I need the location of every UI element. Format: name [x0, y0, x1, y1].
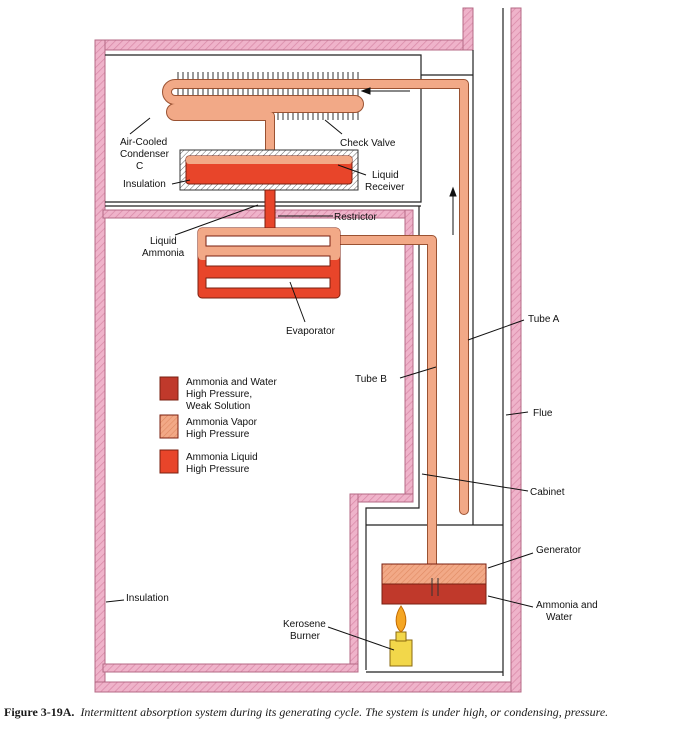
- label-evaporator: Evaporator: [286, 326, 336, 337]
- legend-swatch-solution: [159, 376, 179, 401]
- caption-text: Intermittent absorption system during it…: [80, 705, 609, 719]
- label-generator: Generator: [536, 545, 582, 556]
- legend-0-line-1: High Pressure,: [186, 389, 252, 400]
- label-condenser-3: C: [136, 161, 143, 172]
- legend: Ammonia and Water High Pressure, Weak So…: [159, 376, 277, 475]
- label-kerosene-burner-2: Burner: [290, 631, 321, 642]
- condenser-coil: [162, 79, 469, 515]
- legend-1-line-0: Ammonia Vapor: [186, 417, 258, 428]
- legend-swatch-vapor: [159, 414, 179, 439]
- label-insulation-top: Insulation: [123, 179, 166, 190]
- liquid-receiver: [179, 149, 359, 191]
- label-restrictor: Restrictor: [334, 212, 377, 223]
- kerosene-burner: [389, 605, 413, 667]
- label-cabinet: Cabinet: [530, 487, 565, 498]
- label-check-valve: Check Valve: [340, 138, 396, 149]
- restrictor: [264, 189, 276, 231]
- label-ammonia-water-1: Ammonia and: [536, 600, 598, 611]
- label-liquid-receiver-2: Receiver: [365, 182, 405, 193]
- label-insulation-bottom: Insulation: [126, 593, 169, 604]
- outer-cabinet-wall: [94, 7, 522, 693]
- label-ammonia-water-2: Water: [546, 612, 573, 623]
- legend-2-line-1: High Pressure: [186, 464, 250, 475]
- component-labels: Air-Cooled Condenser C Check Valve Insul…: [120, 137, 598, 642]
- absorption-system-diagram: Ammonia and Water High Pressure, Weak So…: [94, 7, 598, 693]
- legend-swatch-liquid: [159, 449, 179, 474]
- label-tube-b: Tube B: [355, 374, 387, 385]
- evaporator: [197, 227, 341, 299]
- label-liquid-ammonia-2: Ammonia: [142, 248, 185, 259]
- label-flue: Flue: [533, 408, 553, 419]
- label-condenser-2: Condenser: [120, 149, 170, 160]
- legend-0-line-2: Weak Solution: [186, 401, 250, 412]
- legend-0-line-0: Ammonia and Water: [186, 377, 277, 388]
- generator: [381, 563, 487, 605]
- caption-figure-number: Figure 3-19A.: [4, 705, 75, 719]
- label-kerosene-burner-1: Kerosene: [283, 619, 326, 630]
- tube-b: [336, 235, 437, 596]
- label-liquid-receiver-1: Liquid: [372, 170, 399, 181]
- leader-lines: [105, 117, 534, 651]
- figure-caption: Figure 3-19A. Intermittent absorption sys…: [4, 705, 672, 720]
- legend-1-line-1: High Pressure: [186, 429, 250, 440]
- label-liquid-ammonia-1: Liquid: [150, 236, 177, 247]
- legend-2-line-0: Ammonia Liquid: [186, 452, 258, 463]
- flow-arrows: [360, 87, 457, 235]
- label-tube-a: Tube A: [528, 314, 560, 325]
- label-condenser-1: Air-Cooled: [120, 137, 167, 148]
